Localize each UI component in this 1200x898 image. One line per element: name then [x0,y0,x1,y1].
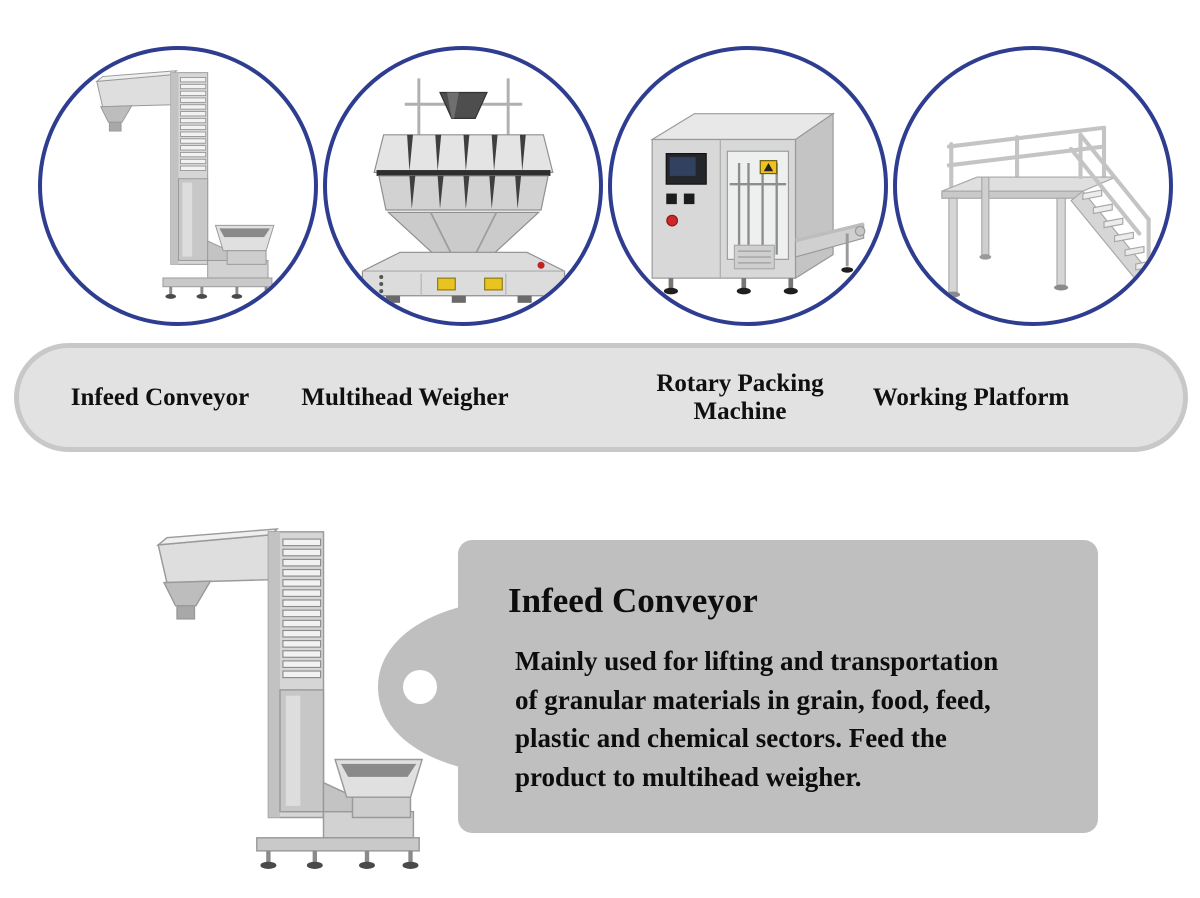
working-platform-photo [940,125,1151,298]
multihead-weigher-photo [361,77,565,303]
label-infeed-conveyor: Infeed Conveyor [70,383,250,411]
description-line: Mainly used for lifting and transportati… [515,646,999,676]
label-rotary-packing-machine: Rotary Packing Machine [656,369,824,425]
product-circle-infeed-conveyor [38,46,318,326]
description-line: plastic and chemical sectors. Feed the [515,723,947,753]
product-circle-rotary-packing-machine [608,46,888,326]
product-circle-multihead-weigher [323,46,603,326]
rotary-packing-machine-photo [649,112,865,294]
description-line: of granular materials in grain, food, fe… [515,684,991,715]
detail-callout: Infeed Conveyor Mainly used for lifting … [378,540,1098,833]
detail-description: Mainly used for lifting and transportati… [515,642,1054,796]
callout-tab-shape [378,607,460,767]
detail-title: Infeed Conveyor [508,581,758,620]
product-circle-working-platform [893,46,1173,326]
description-line: product to multihead weigher. [515,761,862,792]
infeed-conveyor-photo [94,69,275,299]
label-working-platform: Working Platform [872,383,1070,411]
label-multihead-weigher: Multihead Weigher [301,383,509,411]
machine-labels-bar: Infeed Conveyor Multihead Weigher Rotary… [14,343,1188,452]
infeed-conveyor-large-photo [155,528,424,869]
detail-image-infeed-conveyor [130,513,430,890]
